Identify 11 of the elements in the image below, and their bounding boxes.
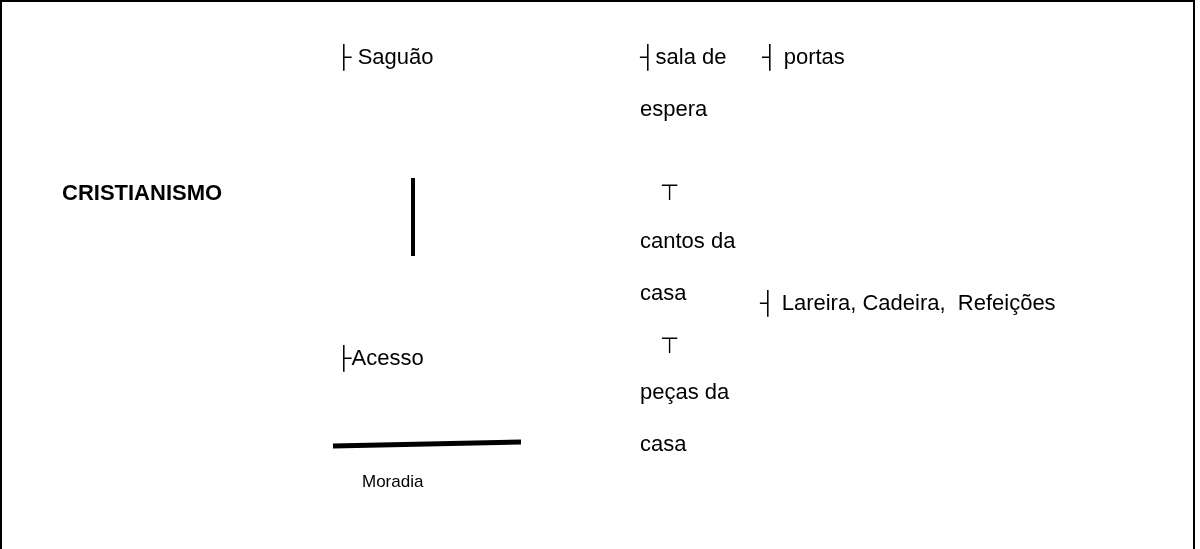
caption-label: Moradia xyxy=(362,471,424,493)
room-label: peças da casa xyxy=(640,378,731,458)
heading-label: CRISTIANISMO xyxy=(62,179,223,207)
tack-mark: ⊤ xyxy=(660,332,679,360)
room-label: ┤sala de espera xyxy=(640,43,728,123)
tack-mark: ⊤ xyxy=(660,179,679,207)
room-label: ┤ portas xyxy=(762,43,845,73)
item-label: ┤ Lareira, Cadeira, Refeições xyxy=(760,289,1056,319)
room-label: ├ Saguão xyxy=(336,43,434,73)
room-label: cantos da casa xyxy=(640,227,737,307)
room-label: ├Acesso xyxy=(336,344,424,374)
